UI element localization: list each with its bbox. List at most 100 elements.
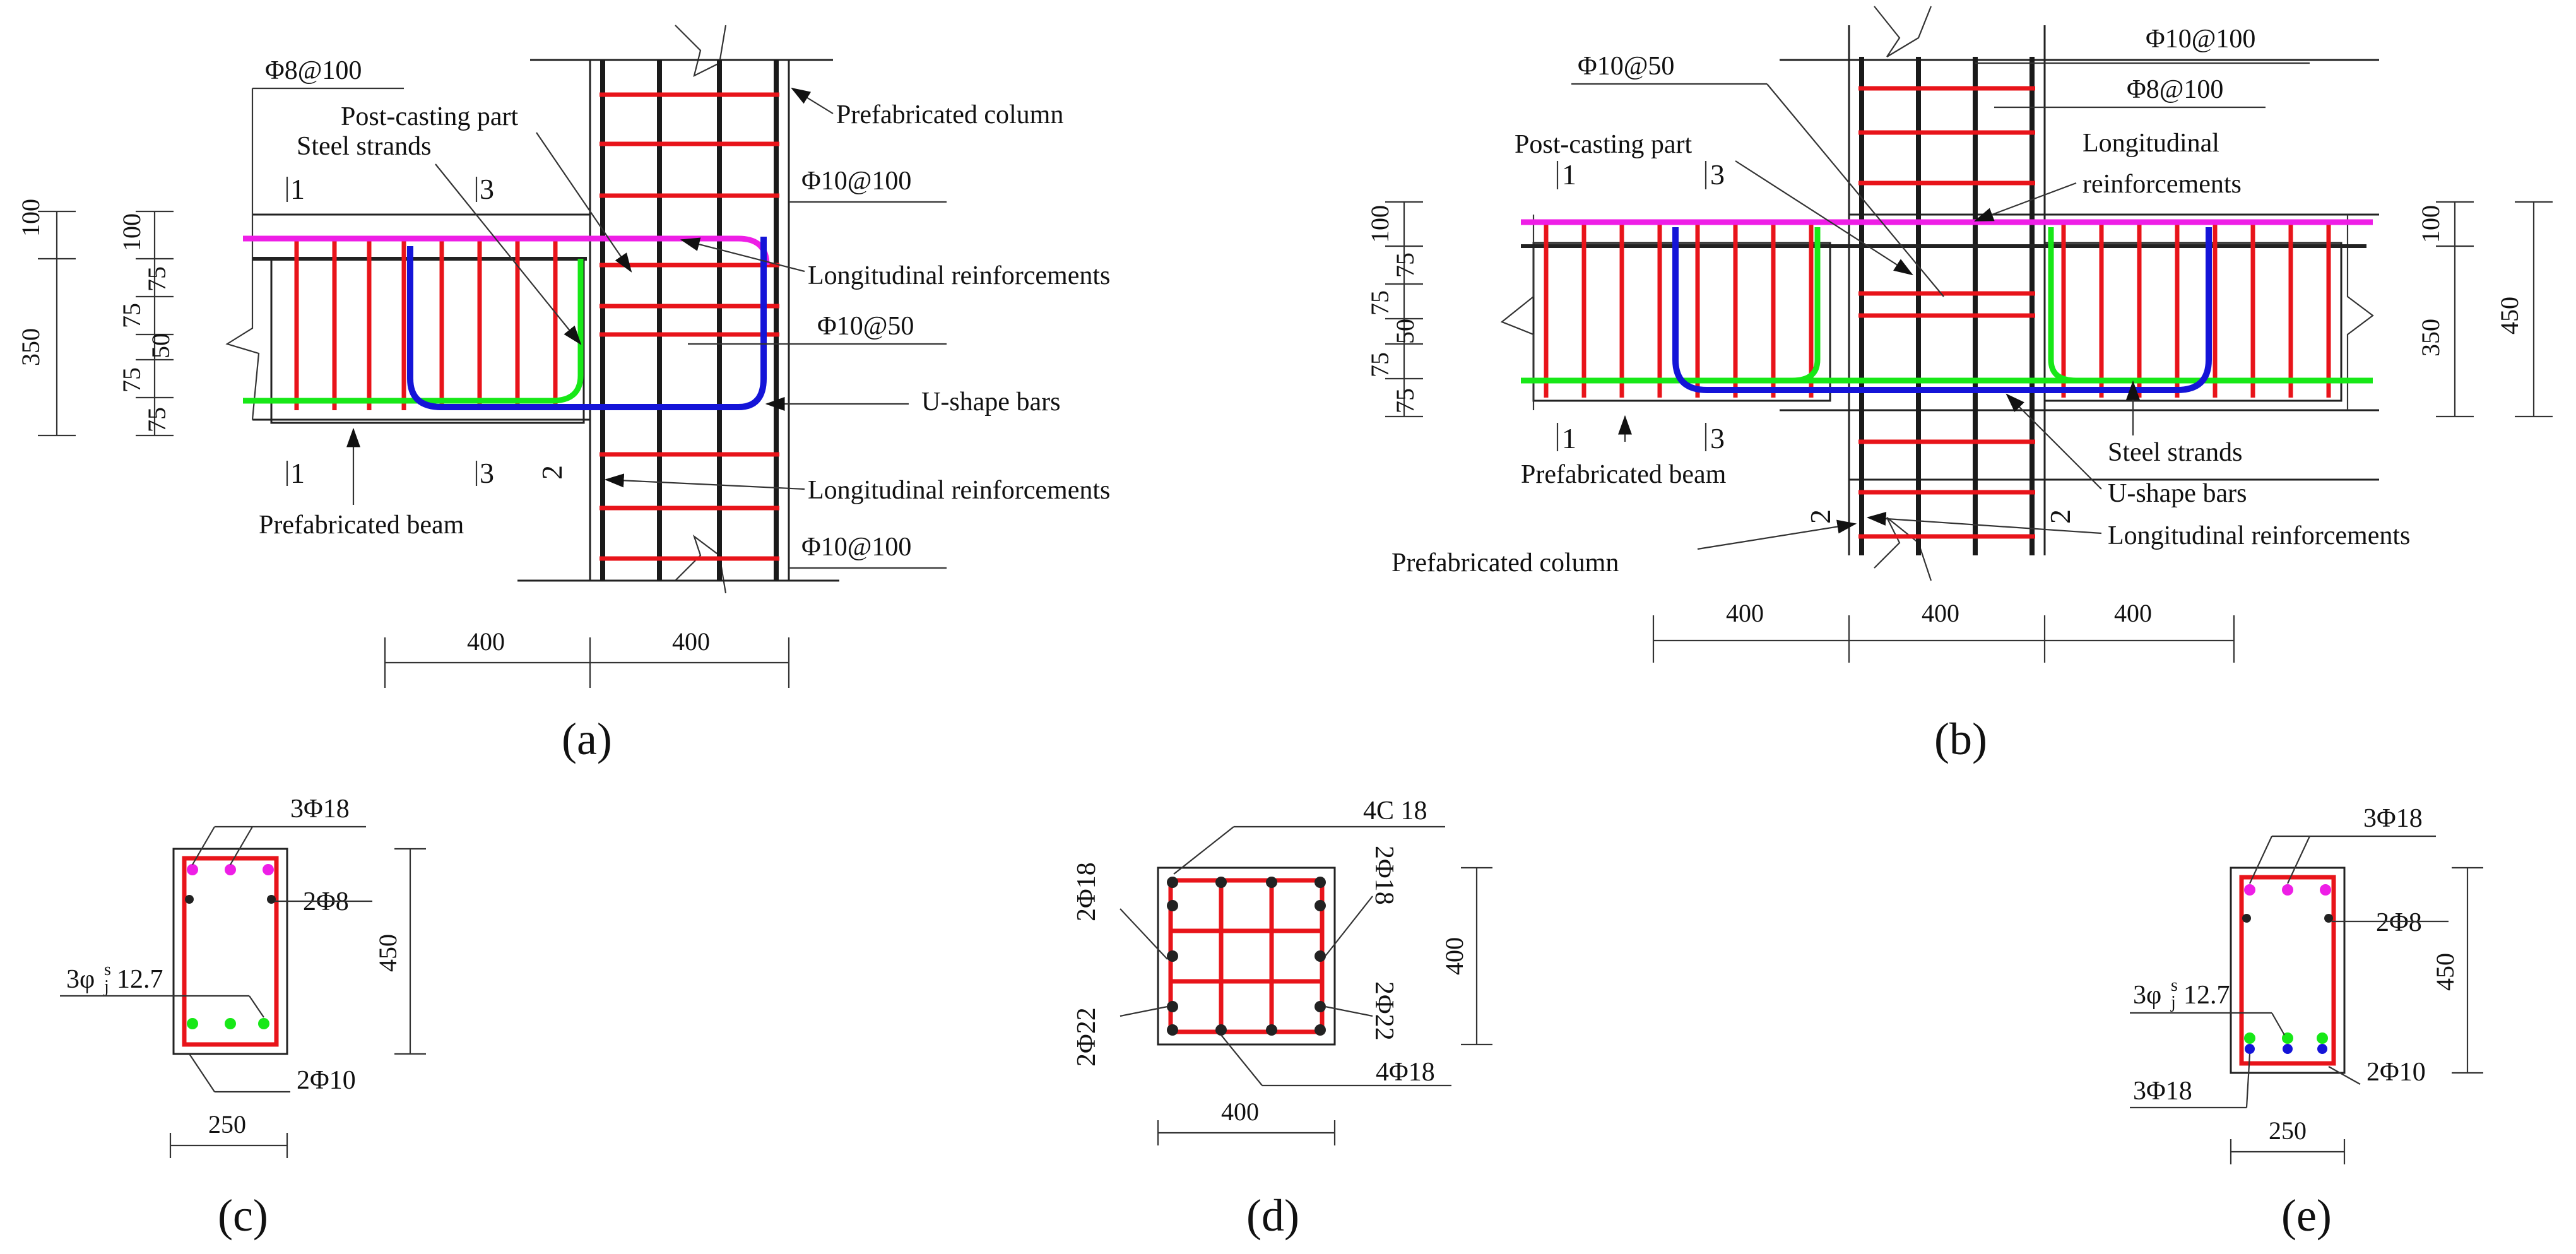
dims-mid-a: 100 75 75 50 75 75 (117, 210, 175, 437)
section-mark-3-bottom: 3 (480, 457, 494, 489)
beam-break-mark (225, 215, 260, 420)
svg-text:400: 400 (467, 627, 505, 656)
bar-top (187, 864, 198, 875)
section-mark-3-bottom: 3 (1710, 422, 1725, 454)
svg-text:s: s (2171, 976, 2178, 995)
label-d-bottom-right: 4Φ18 (1376, 1058, 1435, 1087)
section-e-stirrup (2239, 875, 2336, 1066)
svg-text:3φ: 3φ (66, 965, 95, 994)
label-joint-stirrup: Φ10@50 (1578, 52, 1674, 81)
svg-text:100: 100 (16, 199, 45, 237)
beam-stirrups-b (1544, 221, 2331, 398)
svg-text:450: 450 (2495, 297, 2524, 334)
svg-text:450: 450 (2431, 953, 2459, 991)
svg-text:250: 250 (208, 1110, 246, 1139)
label-c-bot: 2Φ10 (297, 1066, 356, 1095)
right-beam-outline (2043, 242, 2343, 402)
left-beam-outline (1532, 242, 1831, 402)
panel-d: 4C 18 2Φ18 2Φ22 2Φ18 2Φ22 4Φ18 400 400 (… (1072, 796, 1492, 1241)
strand (258, 1018, 269, 1029)
label-long-reinf-bottom: Longitudinal reinforcements (808, 476, 1110, 505)
dims-left-b: 100 75 75 50 75 75 (1366, 201, 1423, 418)
dims-left-a: 100 350 (16, 199, 76, 437)
svg-text:75: 75 (1391, 388, 1419, 413)
label-steel-strands: Steel strands (297, 132, 431, 161)
svg-text:12.7: 12.7 (117, 965, 163, 994)
label-long-reinf-top-1: Longitudinal (2083, 129, 2219, 158)
label-long-reinf-top-2: reinforcements (2083, 170, 2242, 199)
label-d-left-lower: 2Φ22 (1072, 1007, 1101, 1067)
label-e-bot-right: 2Φ10 (2366, 1058, 2426, 1087)
caption-d: (d) (1246, 1190, 1299, 1241)
dims-d: 400 400 (1157, 867, 1492, 1145)
dims-e: 450 250 (2230, 867, 2483, 1164)
label-d-left-upper: 2Φ18 (1072, 862, 1101, 921)
label-u-shape: U-shape bars (921, 387, 1060, 417)
panel-e: 3Φ18 2Φ8 3φ s j 12.7 3Φ18 2Φ10 450 250 (… (2130, 804, 2483, 1241)
label-prefab-beam: Prefabricated beam (1521, 460, 1727, 489)
bar-mid (267, 895, 276, 904)
label-post-casting: Post-casting part (1515, 130, 1692, 159)
column-stirrups-b (1858, 86, 2035, 539)
section-mark-1-bottom: 1 (1562, 422, 1576, 454)
dims-right-b: 100 350 450 (2416, 201, 2553, 418)
u-shape-bar (1672, 227, 2212, 393)
section-mark-1-bottom: 1 (290, 457, 305, 489)
caption-c: (c) (218, 1190, 268, 1241)
svg-text:400: 400 (1440, 937, 1468, 975)
svg-text:350: 350 (2416, 319, 2445, 357)
svg-text:75: 75 (143, 266, 171, 292)
label-d-right-lower: 2Φ22 (1369, 981, 1398, 1041)
label-c-strand: 3φ s j 12.7 (66, 960, 163, 997)
caption-e: (e) (2281, 1190, 2332, 1241)
section-mark-3-top: 3 (480, 173, 494, 205)
svg-text:50: 50 (1391, 319, 1419, 344)
svg-text:350: 350 (16, 328, 45, 366)
label-d-top-right: 4C 18 (1363, 796, 1427, 825)
caption-b: (b) (1934, 714, 1987, 764)
break-mark-bottom (1874, 517, 1932, 581)
svg-text:75: 75 (1366, 352, 1394, 377)
label-long-reinf-top: Longitudinal reinforcements (808, 261, 1110, 290)
u-shape-bar (407, 237, 767, 410)
label-long-reinf-bottom: Longitudinal reinforcements (2108, 521, 2410, 550)
svg-text:400: 400 (1726, 599, 1764, 627)
svg-text:50: 50 (146, 333, 175, 358)
section-c-outline (172, 848, 288, 1055)
label-beam-stirrup: Φ8@100 (265, 56, 362, 85)
label-e-top: 3Φ18 (2363, 804, 2423, 833)
svg-text:3φ: 3φ (2133, 981, 2161, 1010)
svg-text:75: 75 (117, 303, 146, 328)
label-prefab-column: Prefabricated column (836, 100, 1063, 129)
label-steel-strands: Steel strands (2108, 438, 2242, 467)
panel-a: 1 3 1 3 2 Φ8@100 Post-casting part Steel… (16, 25, 1110, 764)
svg-text:400: 400 (2114, 599, 2152, 627)
svg-text:s: s (104, 960, 111, 979)
label-joint-stirrup: Φ10@50 (817, 312, 914, 341)
dims-c: 450 250 (169, 848, 426, 1158)
section-d-bars (1167, 877, 1326, 1036)
strand (225, 1018, 236, 1029)
break-mark-top (1874, 6, 1932, 57)
svg-text:100: 100 (117, 213, 146, 251)
svg-text:75: 75 (1391, 252, 1419, 278)
section-mark-3-top: 3 (1710, 158, 1725, 191)
break-mark-top (675, 25, 727, 78)
label-u-shape: U-shape bars (2108, 479, 2247, 508)
section-mark-1-top: 1 (1562, 158, 1576, 191)
svg-text:400: 400 (1221, 1097, 1259, 1126)
panel-c: 3Φ18 2Φ8 3φ s j 12.7 2Φ10 450 250 (c) (60, 795, 426, 1241)
svg-text:250: 250 (2269, 1116, 2307, 1145)
panel-b: 1 3 1 3 2 2 Φ10@100 Φ10@50 Φ8@100 Post-c… (1366, 6, 2553, 764)
svg-text:400: 400 (1922, 599, 1959, 627)
dims-bottom-a: 400 400 (384, 627, 790, 688)
svg-text:j: j (103, 977, 109, 997)
bar-top (263, 864, 274, 875)
label-e-bot-left: 3Φ18 (2133, 1077, 2192, 1106)
label-e-mid: 2Φ8 (2376, 908, 2422, 937)
caption-a: (a) (562, 714, 612, 764)
section-d-outline (1157, 867, 1336, 1046)
section-mark-2-right: 2 (2044, 509, 2076, 524)
bar-mid (185, 895, 194, 904)
